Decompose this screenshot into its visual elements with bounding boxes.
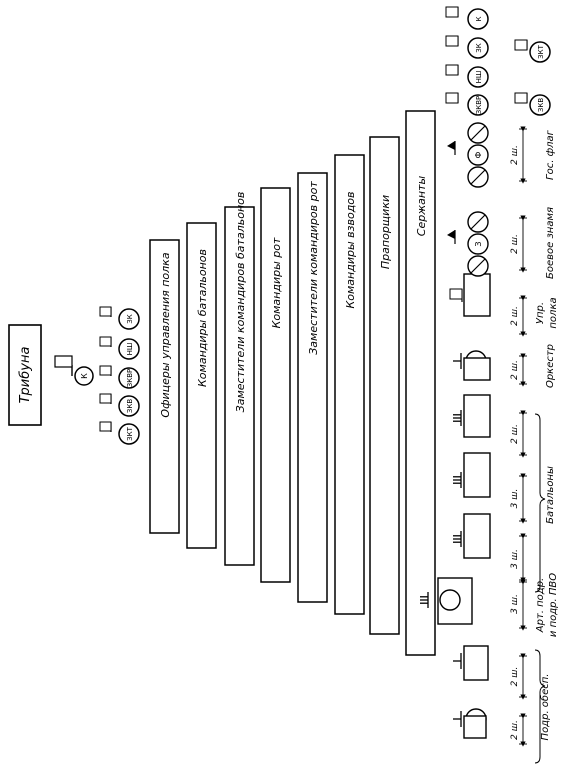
tribune-label: Трибуна <box>18 347 33 404</box>
unit-column: 2 ш. <box>453 645 527 700</box>
spacing-label: 2 ш. <box>510 306 520 326</box>
right-circle-label: ЗКВР <box>475 96 483 114</box>
flag-groups: З 2 ш. Ф 2 ш. <box>447 122 527 277</box>
unit-column: 2 ш. <box>453 350 527 387</box>
spacing-label: 2 ш. <box>510 145 520 165</box>
deputy-зкв: ЗКВ <box>99 393 140 417</box>
spacing-label: 3 ш. <box>510 489 520 509</box>
label-hq-1: Упр. <box>535 302 546 324</box>
deputy-label: ЗК <box>126 314 134 323</box>
deputy-commanders: ЗКТ ЗКВ ЗКВР НШ ЗК <box>99 306 140 445</box>
spacing-label: 2 ш. <box>510 720 520 740</box>
tribune: Трибуна <box>8 324 42 426</box>
right-circle-label: ЗКВ <box>537 98 545 112</box>
commander-k: К <box>54 355 94 386</box>
rank-box: Командиры батальонов <box>186 222 217 549</box>
unit-column: 2 ш. <box>453 708 527 747</box>
spacing-label: 2 ш. <box>510 360 520 380</box>
spacing-label: 3 ш. <box>510 594 520 614</box>
deputy-зквр: ЗКВР <box>99 365 140 389</box>
unit-column: 3 ш. <box>453 513 527 585</box>
unit-column: 3 ш. <box>453 452 527 524</box>
brace-battalions <box>534 413 546 593</box>
rank-box: Заместители командиров рот <box>297 172 328 603</box>
right-circle-зк: ЗК <box>445 35 489 59</box>
right-circle-label: НШ <box>475 71 483 84</box>
rank-label: Командиры рот <box>270 237 283 328</box>
rank-label: Сержанты <box>415 176 428 237</box>
unit-column: 2 ш. <box>449 273 527 337</box>
deputy-label: ЗКВР <box>126 369 134 387</box>
rank-box: Командиры взводов <box>334 154 365 615</box>
battle-banner-group-label: З <box>474 241 483 246</box>
rank-label: Заместители командиров батальонов <box>234 192 247 413</box>
label-orchestra: Оркестр <box>545 344 556 388</box>
rank-box: Сержанты <box>405 110 436 656</box>
rank-label: Заместители командиров рот <box>307 181 320 355</box>
right-circle-label: ЗК <box>475 43 483 52</box>
rank-box: Прапорщики <box>369 136 400 635</box>
unit-columns: 2 ш. 2 ш. 3 ш. 3 ш. 3 ш. 2 ш. 2 ш. 2 ш. <box>420 273 527 747</box>
label-hq-2: полка <box>548 297 559 328</box>
right-command-group: ЗКВР НШ ЗК К ЗКВ ЗКТ <box>445 6 551 116</box>
spacing-label: 2 ш. <box>510 667 520 687</box>
brace-support <box>534 649 546 764</box>
right-circle-зкт: ЗКТ <box>514 39 551 63</box>
deputy-label: НШ <box>126 343 134 356</box>
spacing-label: 2 ш. <box>510 424 520 444</box>
unit-column: 3 ш. <box>420 577 527 631</box>
rank-box: Офицеры управления полка <box>149 239 180 534</box>
right-circle-label: ЗКТ <box>537 44 545 58</box>
right-circle-зкв: ЗКВ <box>514 92 551 116</box>
label-state-flag: Гос. флаг <box>545 129 556 180</box>
label-artillery-1: Арт. подр. <box>535 578 546 633</box>
label-battle-banner: Боевое знамя <box>545 207 556 279</box>
rank-label: Офицеры управления полка <box>159 252 172 417</box>
rank-box: Командиры рот <box>260 187 291 583</box>
label-artillery-2: и подр. ПВО <box>548 573 559 637</box>
deputy-зкт: ЗКТ <box>99 421 140 445</box>
label-support: Подр. обесп. <box>539 674 551 741</box>
right-circle-нш: НШ <box>445 64 489 88</box>
label-battalions: Батальоны <box>545 466 556 524</box>
rank-label: Прапорщики <box>379 195 392 269</box>
deputy-label: ЗКВ <box>126 399 134 413</box>
commander-k-label: К <box>80 373 89 379</box>
unit-column: 2 ш. <box>453 394 527 458</box>
rank-label: Командиры взводов <box>344 191 357 308</box>
rank-label: Командиры батальонов <box>196 249 209 387</box>
deputy-зк: ЗК <box>99 306 140 330</box>
rank-box: Заместители командиров батальонов <box>224 192 255 566</box>
right-circle-label: К <box>475 16 483 21</box>
rank-columns: Офицеры управления полка Командиры баталь… <box>149 110 436 656</box>
deputy-нш: НШ <box>99 336 140 360</box>
right-circle-к: К <box>445 6 489 30</box>
state-flag-group: Ф 2 ш. <box>447 122 527 188</box>
deputy-label: ЗКТ <box>126 426 134 440</box>
spacing-label: 2 ш. <box>510 234 520 254</box>
battle-banner-group: З 2 ш. <box>447 211 527 277</box>
right-circle-зквр: ЗКВР <box>445 92 489 116</box>
state-flag-group-label: Ф <box>474 151 483 158</box>
spacing-label: 3 ш. <box>510 549 520 569</box>
